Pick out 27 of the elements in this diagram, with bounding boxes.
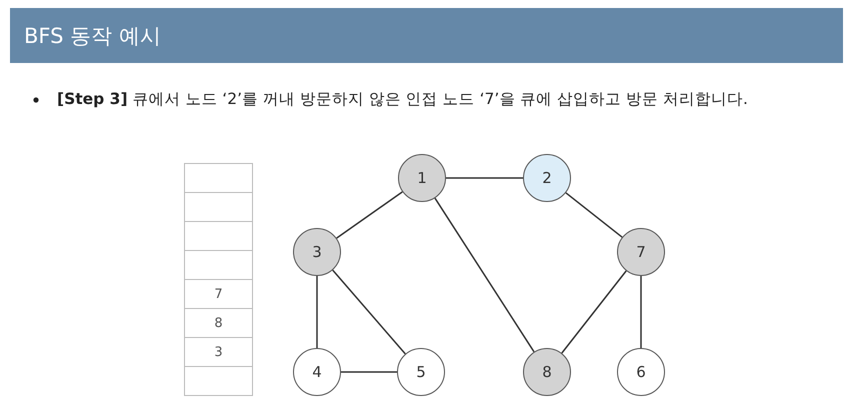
graph-edge (565, 192, 623, 238)
graph-node: 2 (523, 154, 571, 202)
queue-cell: 3 (184, 337, 253, 367)
queue-cell (184, 250, 253, 280)
queue-cell (184, 366, 253, 396)
graph-node: 4 (293, 348, 341, 396)
queue-cell: 8 (184, 308, 253, 338)
graph-edge (434, 198, 535, 352)
queue-cell (184, 221, 253, 251)
graph-node: 8 (523, 348, 571, 396)
graph-node: 1 (398, 154, 446, 202)
step-text: [Step 3] 큐에서 노드 ‘2’를 꺼내 방문하지 않은 인접 노드 ‘7’을 큐에 삽입하고 방문 처리합니다. (57, 89, 748, 109)
graph-edge (336, 191, 403, 239)
graph-node: 7 (617, 228, 665, 276)
graph-edge (341, 371, 397, 373)
graph-node: 6 (617, 348, 665, 396)
graph-edge (561, 270, 627, 354)
graph-edge (316, 276, 318, 348)
graph-node: 5 (397, 348, 445, 396)
graph-edge (640, 276, 642, 348)
graph-edge (332, 270, 406, 354)
queue-cell (184, 192, 253, 222)
queue-cell (184, 163, 253, 193)
title: BFS 동작 예시 (24, 24, 161, 48)
graph-edge (446, 177, 523, 179)
graph-node: 3 (293, 228, 341, 276)
queue-cell: 7 (184, 279, 253, 309)
